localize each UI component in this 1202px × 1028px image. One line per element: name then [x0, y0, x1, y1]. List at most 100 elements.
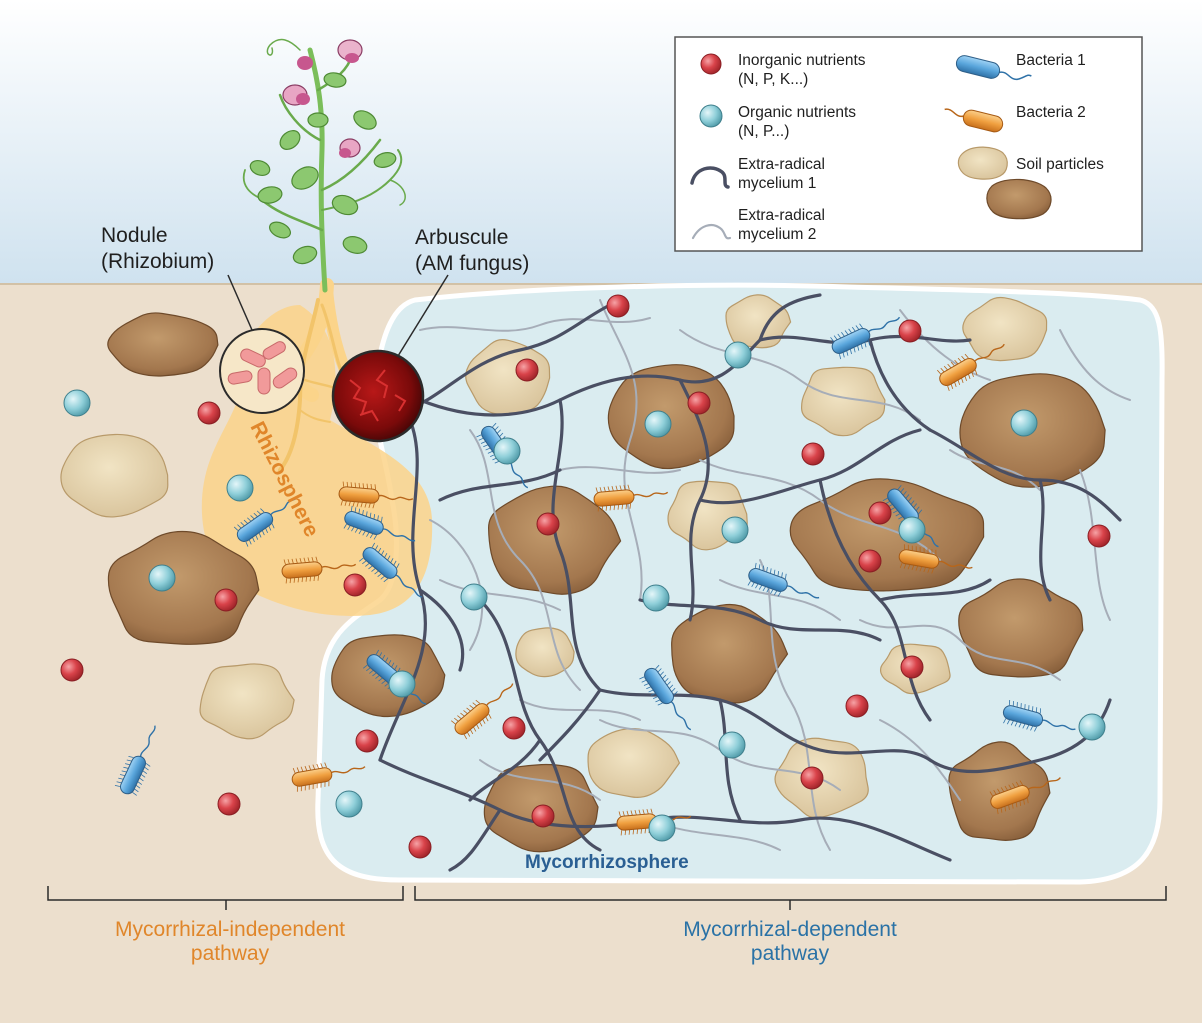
- organic-nutrient: [898, 516, 926, 544]
- inorganic-nutrient: [214, 588, 238, 612]
- leaf: [373, 152, 397, 168]
- soil-particle-dark: [948, 741, 1051, 841]
- inorganic-nutrient: [687, 391, 711, 415]
- mycelium2-hypha: [469, 429, 581, 691]
- bacteria1: [830, 316, 901, 360]
- nodule-sublabel: (Rhizobium): [101, 250, 215, 273]
- mycelium2-hypha: [1079, 469, 1111, 621]
- mycelium2-hypha: [479, 759, 601, 801]
- pathway-dependent-line1: Mycorrhizal-dependent: [683, 918, 897, 941]
- inorganic-nutrient: [1087, 524, 1111, 548]
- leaf: [292, 245, 318, 265]
- bacteria2: [593, 484, 669, 512]
- legend-mycelium2-line1: Extra-radical: [738, 207, 825, 224]
- mycelium1-hypha: [403, 303, 612, 412]
- bacteria2: [338, 481, 414, 509]
- soil-particle-light: [800, 366, 886, 437]
- inorganic-nutrient: [900, 655, 924, 679]
- leaf: [323, 72, 347, 88]
- legend-mycelium1-icon: [690, 166, 730, 189]
- soil-particle-dark: [671, 603, 789, 704]
- bacteria1: [1002, 699, 1076, 732]
- organic-nutrient: [63, 389, 91, 417]
- mycelium1-hypha: [468, 738, 542, 802]
- bracket-independent: [47, 886, 404, 910]
- organic-nutrient: [493, 437, 521, 465]
- inorganic-nutrient: [845, 694, 869, 718]
- mycelium1-hypha: [718, 698, 742, 822]
- organic-nutrient: [644, 410, 672, 438]
- legend-mycelium2-icon: [691, 224, 732, 240]
- inorganic-nutrient: [343, 573, 367, 597]
- bacteria2: [291, 762, 366, 792]
- soil-particle-dark: [107, 312, 219, 377]
- legend-mycelium1-line1: Extra-radical: [738, 156, 825, 173]
- inorganic-nutrient: [800, 766, 824, 790]
- leaf: [353, 110, 377, 130]
- legend-mycelium2-text: Extra-radical mycelium 2: [738, 207, 825, 244]
- pathway-independent-line1: Mycorrhizal-independent: [115, 918, 345, 941]
- inorganic-nutrient: [801, 442, 825, 466]
- nodule-label: Nodule: [101, 224, 168, 247]
- organic-nutrient: [148, 564, 176, 592]
- organic-nutrient: [718, 731, 746, 759]
- bracket-dependent: [414, 886, 1167, 910]
- arbuscule-leader: [397, 274, 449, 357]
- mycelium2-hypha: [429, 519, 484, 651]
- inorganic-nutrient: [515, 358, 539, 382]
- soil-particle-dark: [607, 364, 735, 470]
- pathway-dependent-label: Mycorrhizal-dependent pathway: [620, 918, 960, 966]
- organic-nutrient: [721, 516, 749, 544]
- mycelium2-hypha: [879, 719, 961, 801]
- mycelium2-hypha: [599, 299, 643, 601]
- bacteria1: [747, 562, 820, 599]
- mycelium2-hypha: [419, 317, 651, 332]
- mycelium1-hypha: [438, 468, 562, 502]
- leaf: [249, 159, 271, 177]
- soil-particle-light: [60, 433, 169, 518]
- legend-inorganic-icon: [700, 53, 722, 75]
- legend-soil-light-icon: [957, 146, 1008, 180]
- legend-organic-line2: (N, P...): [738, 122, 790, 140]
- pathway-independent-line2: pathway: [190, 942, 270, 966]
- organic-nutrient: [1010, 409, 1038, 437]
- legend-mycelium2-line2: mycelium 2: [738, 225, 817, 243]
- legend-soil-text: Soil particles: [1016, 156, 1104, 173]
- legend-bacteria2-text: Bacteria 2: [1016, 104, 1086, 121]
- mycelium1-hypha: [638, 598, 882, 642]
- soil-particle-light: [962, 296, 1048, 362]
- bacteria1: [343, 505, 416, 542]
- inorganic-nutrient: [408, 835, 432, 859]
- arbuscule-label: Arbuscule: [415, 226, 509, 249]
- legend-box: [674, 36, 1143, 252]
- leaf: [307, 112, 329, 128]
- organic-nutrient: [724, 341, 752, 369]
- nodule: [219, 328, 305, 414]
- soil-particle-light: [199, 663, 295, 740]
- mycelium2-hypha: [679, 329, 921, 421]
- organic-nutrient: [648, 814, 676, 842]
- organic-nutrient: [388, 670, 416, 698]
- legend-bacteria2-icon: [944, 108, 1004, 133]
- legend-organic-text: Organic nutrients (N, P...): [738, 104, 856, 141]
- legend-organic-icon: [699, 104, 723, 128]
- organic-nutrient: [1078, 713, 1106, 741]
- inorganic-nutrient: [60, 658, 84, 682]
- bacteria2: [898, 544, 973, 574]
- mycelium1-hypha: [418, 588, 465, 672]
- mycorrhizosphere-label: Mycorrhizosphere: [525, 852, 689, 873]
- organic-nutrient: [642, 584, 670, 612]
- mycelium1-hypha: [538, 688, 602, 762]
- legend-mycelium1-line2: mycelium 1: [738, 174, 817, 192]
- mycelium1-hypha: [648, 815, 952, 862]
- legend-inorganic-line1: Inorganic nutrients: [738, 52, 866, 69]
- organic-nutrient: [226, 474, 254, 502]
- bacteria1: [359, 542, 423, 598]
- mycelium1-hypha: [878, 578, 992, 602]
- mycelium2-hypha: [719, 579, 841, 621]
- bacteria1: [114, 725, 156, 796]
- soil-particle-light: [465, 339, 551, 416]
- soil-particle-light: [725, 294, 792, 349]
